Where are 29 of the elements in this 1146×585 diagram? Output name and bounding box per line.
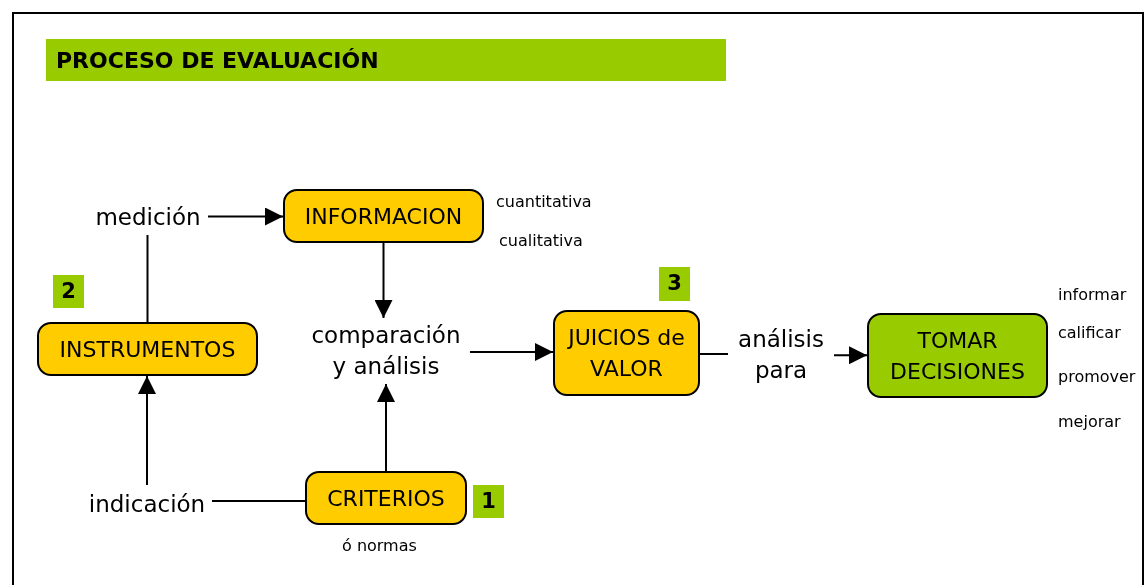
arrow <box>377 383 395 472</box>
connector-line <box>699 353 729 355</box>
process-box: JUICIOS de VALOR <box>553 310 700 396</box>
side-note: promover <box>1058 366 1136 388</box>
arrow <box>469 343 554 361</box>
arrow <box>374 242 393 319</box>
process-box: INFORMACION <box>283 189 484 243</box>
process-box: INSTRUMENTOS <box>37 322 258 376</box>
side-note: ó normas <box>342 535 417 557</box>
concept-label: indicación <box>82 485 212 523</box>
concept-label: análisis para <box>728 322 834 388</box>
process-box: CRITERIOS <box>305 471 467 525</box>
decision-box: TOMAR DECISIONES <box>867 313 1048 398</box>
title-banner: PROCESO DE EVALUACIÓN <box>46 39 726 81</box>
concept-label: medición <box>88 199 208 235</box>
side-note: mejorar <box>1058 411 1121 433</box>
step-number-badge: 3 <box>659 267 690 301</box>
side-note: cualitativa <box>499 230 583 252</box>
arrow <box>207 207 284 226</box>
arrow <box>138 375 156 486</box>
side-note: cuantitativa <box>496 191 592 213</box>
side-note: informar <box>1058 284 1127 306</box>
connector-line <box>211 500 306 502</box>
arrow <box>833 346 868 365</box>
connector-line <box>146 234 149 323</box>
concept-label: comparación y análisis <box>302 318 470 384</box>
step-number-badge: 2 <box>53 275 84 308</box>
side-note: calificar <box>1058 322 1121 344</box>
step-number-badge: 1 <box>473 485 504 518</box>
